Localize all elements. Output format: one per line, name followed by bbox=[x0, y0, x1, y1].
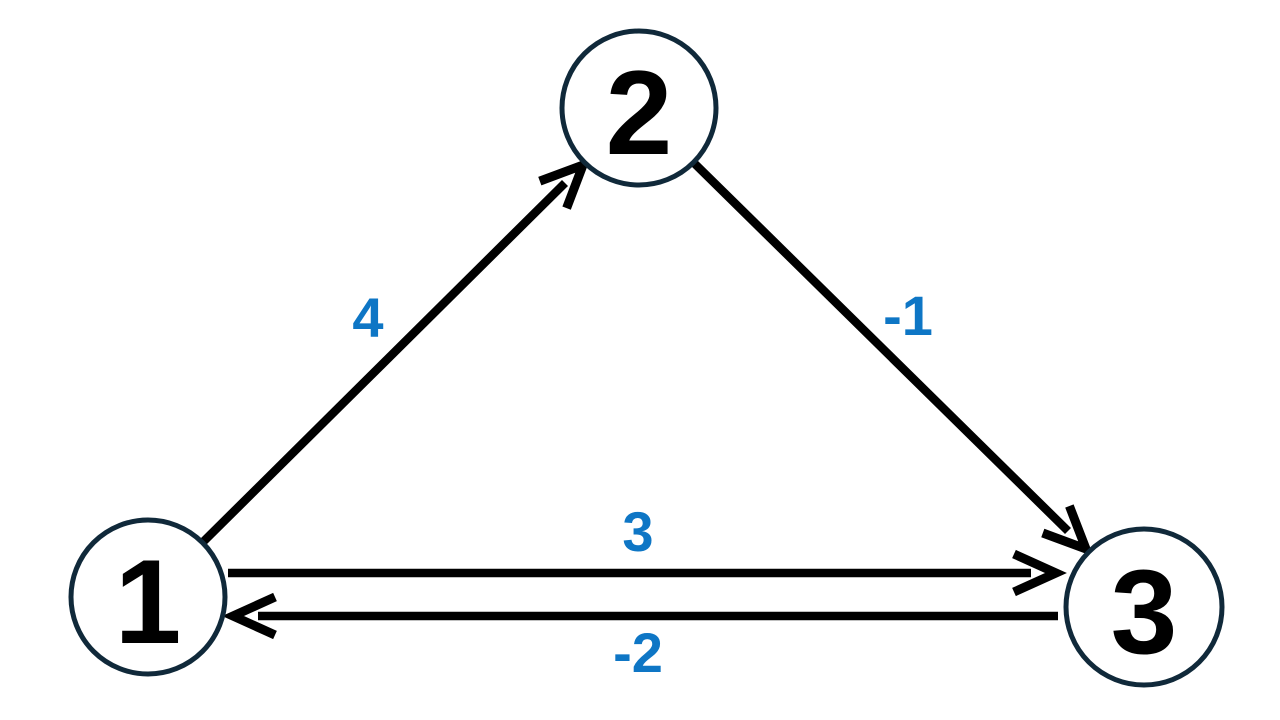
node-1: 1 bbox=[68, 517, 228, 677]
edge-2-to-3-line bbox=[690, 158, 1071, 535]
edge-1-to-2 bbox=[199, 157, 591, 547]
node-3: 3 bbox=[1063, 526, 1225, 688]
edge-1-to-2-line bbox=[199, 179, 568, 547]
arrowhead-icon bbox=[222, 592, 277, 640]
arrowhead-icon bbox=[1012, 549, 1067, 597]
node-1-circle bbox=[68, 517, 228, 677]
edge-3-to-1 bbox=[222, 592, 1058, 640]
arrowhead-icon bbox=[1041, 504, 1094, 557]
node-3-label: 3 bbox=[1111, 545, 1178, 679]
node-2-circle bbox=[559, 28, 719, 188]
edge-2-to-3 bbox=[690, 158, 1094, 557]
node-1-label: 1 bbox=[115, 535, 182, 669]
arrowhead-icon bbox=[538, 157, 591, 210]
edge-3-to-1-weight: -2 bbox=[613, 621, 663, 684]
node-2-label: 2 bbox=[606, 46, 673, 180]
node-3-circle bbox=[1063, 526, 1225, 688]
node-2: 2 bbox=[559, 28, 719, 188]
edge-1-to-2-weight: 4 bbox=[352, 286, 383, 349]
edge-1-to-3 bbox=[228, 549, 1067, 597]
edge-2-to-3-weight: -1 bbox=[883, 284, 933, 347]
edge-1-to-3-weight: 3 bbox=[622, 500, 653, 563]
